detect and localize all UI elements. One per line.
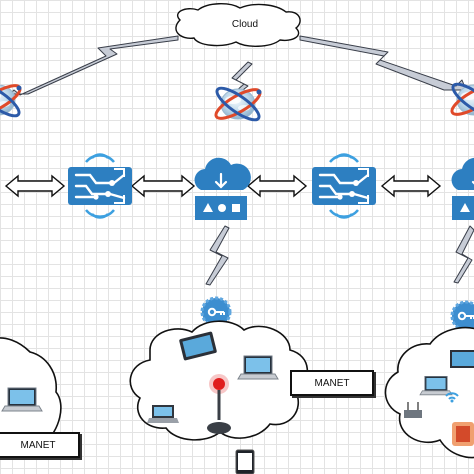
iot-hub-icon-left (66, 153, 134, 219)
wifi-indicator-icon (445, 392, 459, 403)
wireless-link-center-gateway-to-manet (205, 225, 230, 286)
arrow-center-gateway-to-right-hub (246, 174, 308, 198)
cloud-label: Cloud (232, 19, 258, 30)
access-key-badge-icon-right (450, 300, 474, 332)
orbital-satellite-icon-left (0, 77, 26, 123)
smartphone-icon (235, 449, 255, 474)
arrow-left-hub-to-center-gateway (130, 174, 196, 198)
arrow-right-hub-to-right-gateway (380, 174, 442, 198)
wireless-link-cloud-to-right-satellite (299, 35, 467, 91)
wireless-links (9, 35, 474, 286)
laptop-icon-right (419, 375, 453, 396)
manet-label-left: MANET (0, 432, 80, 458)
wireless-link-cloud-to-left-satellite (9, 35, 179, 96)
tablet-icon (179, 331, 217, 361)
manet-label-center: MANET (290, 370, 374, 396)
cloud-gateway-icon-center (193, 156, 252, 222)
bidirectional-arrows (4, 174, 442, 198)
cloud-gateway-icon-right (450, 156, 474, 222)
orbital-satellite-icon-right (446, 77, 474, 123)
arrow-left-edge-to-left-hub (4, 174, 66, 198)
iot-hub-icon-right (310, 153, 378, 219)
monitor-icon (450, 350, 474, 368)
netbook-icon (147, 405, 179, 423)
router-icon (404, 402, 422, 418)
orbital-satellite-icon-center (210, 81, 266, 127)
handheld-device-icon (452, 422, 474, 446)
antenna-node-icon (207, 374, 231, 434)
wireless-link-right-gateway-to-manet (453, 225, 474, 284)
internet-cloud: Cloud (175, 3, 301, 47)
laptop-icon-center (237, 355, 279, 380)
laptop-icon-left (1, 387, 43, 412)
